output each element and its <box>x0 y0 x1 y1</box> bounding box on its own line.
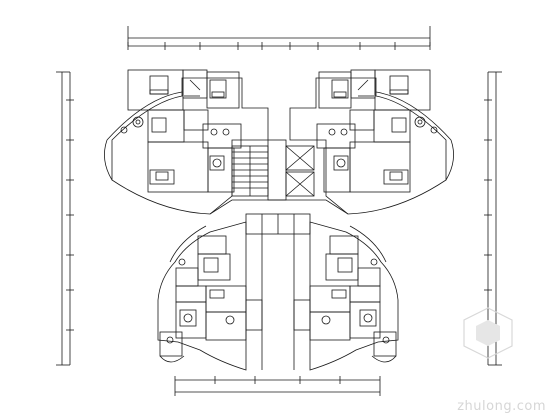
plant-symbols <box>120 126 438 344</box>
middle-corridor <box>209 199 349 370</box>
central-core <box>231 139 315 201</box>
left-dimension-line <box>56 71 74 366</box>
bottom-dimension-line <box>174 376 381 396</box>
unit-lower-left <box>157 221 263 371</box>
unit-lower-right <box>293 221 399 371</box>
right-dimension-line <box>484 71 502 366</box>
unit-upper-right <box>289 69 454 215</box>
unit-upper-left <box>104 69 269 215</box>
top-dimension-line <box>127 26 431 50</box>
watermark-text: zhulong.com <box>457 399 546 414</box>
